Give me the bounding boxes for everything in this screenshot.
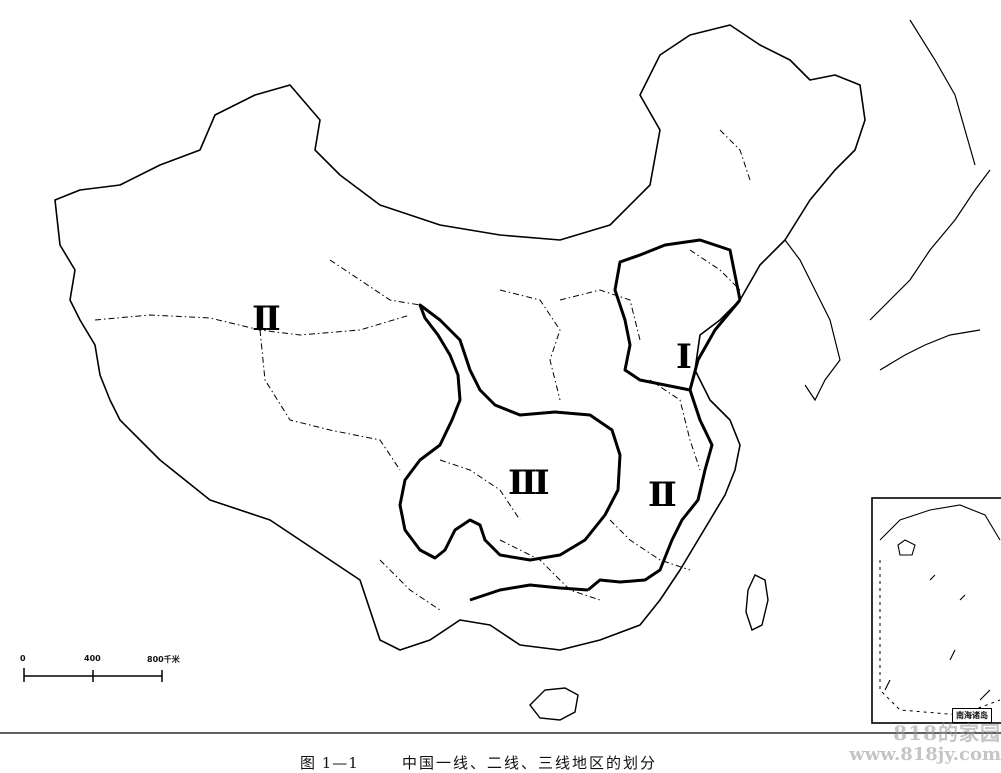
country-border	[54, 24, 866, 651]
region-label-line-two-central: II	[648, 475, 677, 515]
inset-coast	[879, 504, 1001, 701]
south-china-sea-inset	[871, 497, 1001, 724]
province-boundaries	[94, 129, 751, 611]
taiwan-island	[745, 574, 769, 631]
figure-caption: 图 1—1 中国一线、二线、三线地区的划分	[0, 738, 1001, 772]
scale-tick-800: 800千米	[147, 655, 180, 664]
hainan-island	[529, 687, 579, 721]
neighbor-coast	[784, 19, 991, 402]
watermark-line-1: 818的家园	[893, 721, 1001, 745]
line-three-boundary	[398, 303, 622, 562]
figure-number: 图 1—1	[300, 754, 359, 772]
watermark-line-2: www.818jy.com	[849, 744, 1001, 765]
figure-title: 中国一线、二线、三线地区的划分	[402, 754, 658, 772]
inset-label: 南海诸岛	[952, 708, 992, 723]
line-one-boundary	[587, 238, 742, 592]
region-label-line-one: I	[676, 337, 692, 377]
region-label-line-two-west: II	[252, 299, 281, 339]
scale-tick-0: 0	[20, 654, 26, 663]
region-label-line-three: III	[508, 463, 550, 503]
scale-bar	[23, 668, 163, 682]
south-boundary	[469, 583, 589, 602]
scale-tick-400: 400	[84, 654, 101, 663]
